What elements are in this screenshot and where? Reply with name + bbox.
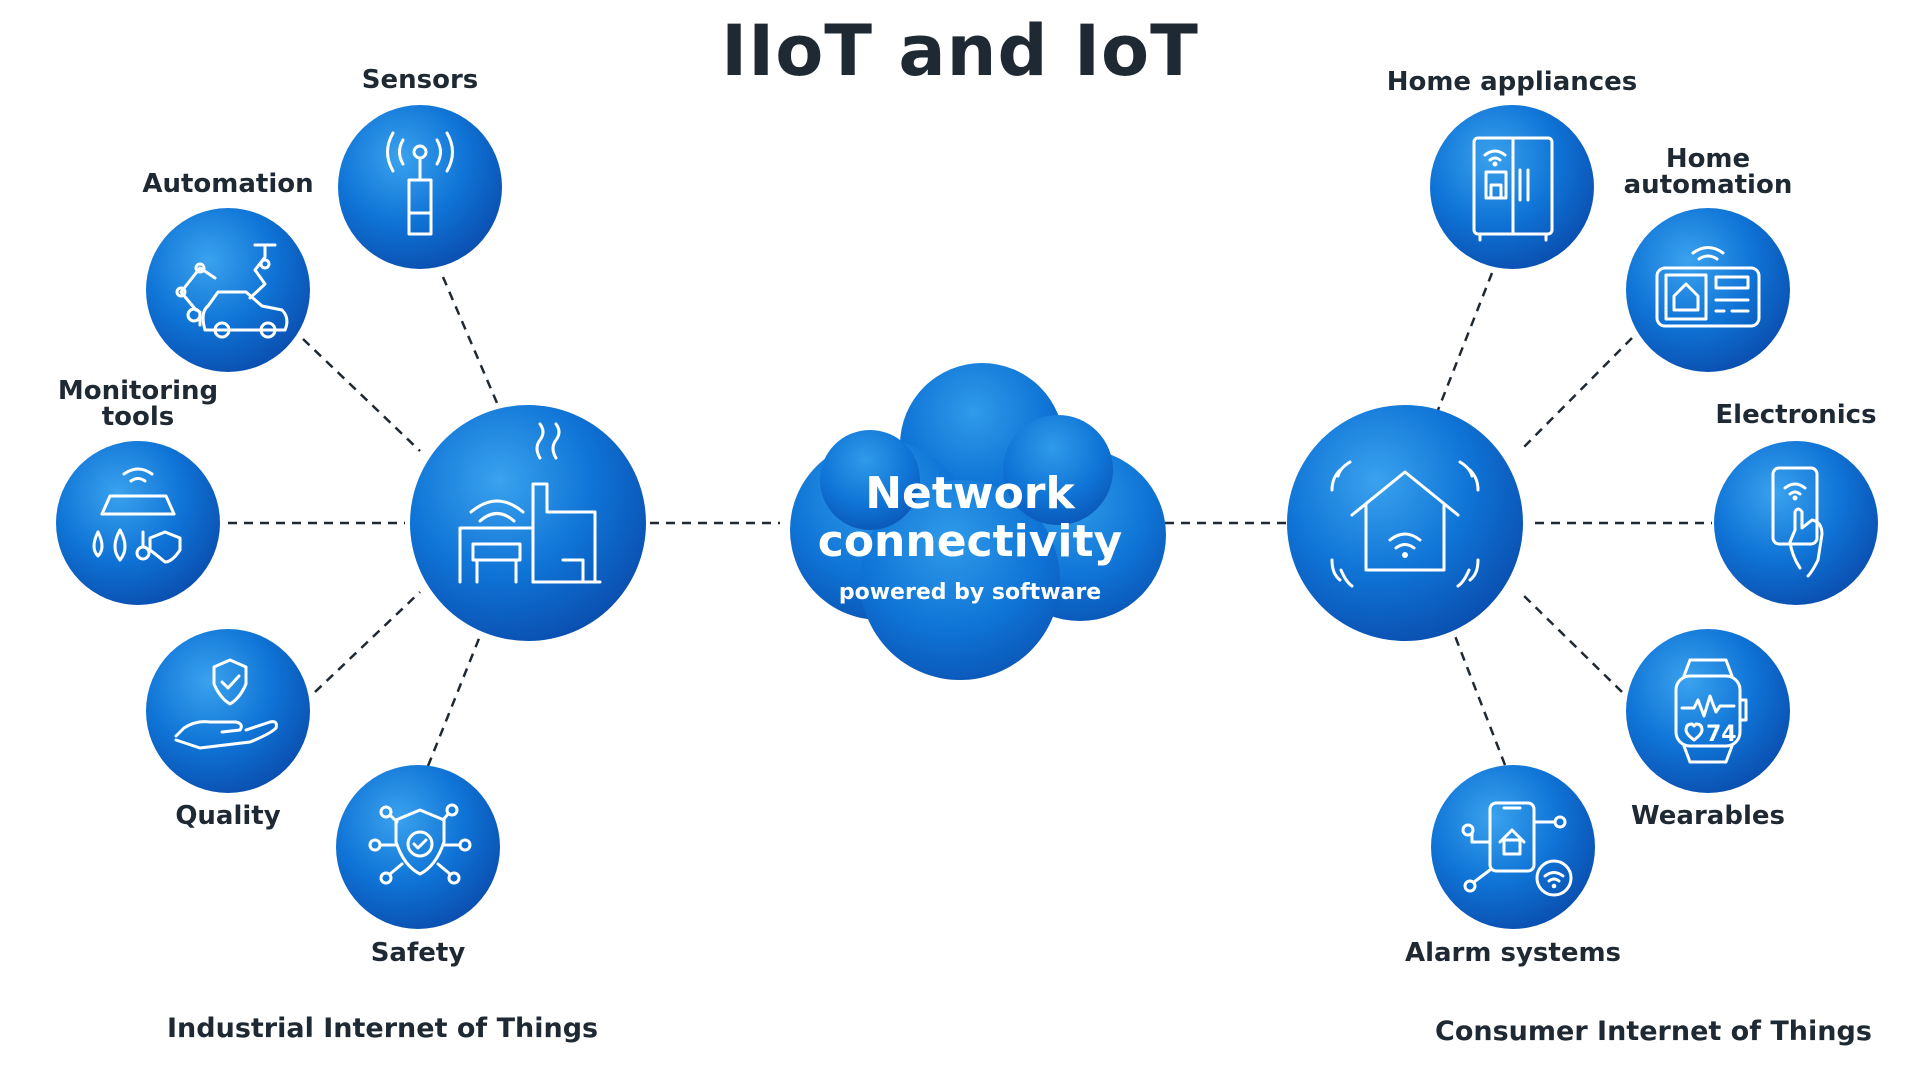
cloud-subtitle: powered by software [838,580,1102,605]
label-monitoring-line1: Monitoring [57,376,219,406]
sensor-antenna-icon [386,131,454,236]
connector-alarm-systems [1453,635,1507,766]
smart-panel-icon [1655,246,1761,328]
connector-quality [314,591,421,693]
home-automation-node [1626,208,1790,372]
label-automation: Automation [142,169,314,199]
smart-home-hub [1287,405,1523,641]
automation-node [146,208,310,372]
label-monitoring-tools: Monitoring tools [38,378,238,430]
label-home-automation-line1: Home [1665,144,1751,174]
label-electronics: Electronics [1715,400,1877,430]
label-home-automation-line2: automation [1623,170,1793,200]
monitoring-tools-node [56,441,220,605]
alarm-systems-node [1431,765,1595,929]
smart-fridge-icon [1472,136,1554,242]
label-wearables: Wearables [1631,801,1785,831]
page-title: IIoT and IoT [721,10,1199,92]
network-cloud [790,363,1166,680]
quality-node [146,629,310,793]
connector-sensors [441,276,502,411]
label-home-appliances: Home appliances [1386,67,1638,97]
cloud-title-line1: Network [865,468,1075,519]
label-quality: Quality [175,801,281,831]
label-alarm-systems: Alarm systems [1404,938,1622,968]
label-home-automation: Home automation [1608,146,1808,198]
cloud-title: Network connectivity [770,470,1170,566]
factory-hub [410,405,646,641]
connector-home-appliances [1436,272,1494,411]
electronics-node [1714,441,1878,605]
smartphone-hand-icon [1771,466,1824,578]
safety-node [336,765,500,929]
watch-reading-text: 74 [1706,722,1737,747]
connector-lines [228,272,1712,767]
label-safety: Safety [370,938,466,968]
wearables-node: 74 [1626,629,1790,793]
security-network-shield-icon [368,803,472,885]
cloud-title-line2: connectivity [817,516,1123,567]
hand-shield-icon [174,658,278,750]
section-label-industrial: Industrial Internet of Things [167,1013,599,1044]
alarm-system-icon [1461,801,1573,897]
connector-home-automation [1519,337,1633,452]
connector-safety [426,635,482,767]
smartwatch-icon: 74 [1674,658,1748,764]
label-sensors: Sensors [361,65,479,95]
connector-automation [302,338,421,452]
robot-arm-car-icon [175,243,289,339]
connector-wearables [1519,591,1623,693]
section-label-consumer: Consumer Internet of Things [1435,1016,1872,1047]
factory-icon [458,422,602,584]
monitoring-sensors-icon [92,467,182,564]
sensors-node [338,105,502,269]
smart-home-icon [1330,460,1480,588]
label-monitoring-line2: tools [101,402,175,432]
home-appliances-node [1430,105,1594,269]
